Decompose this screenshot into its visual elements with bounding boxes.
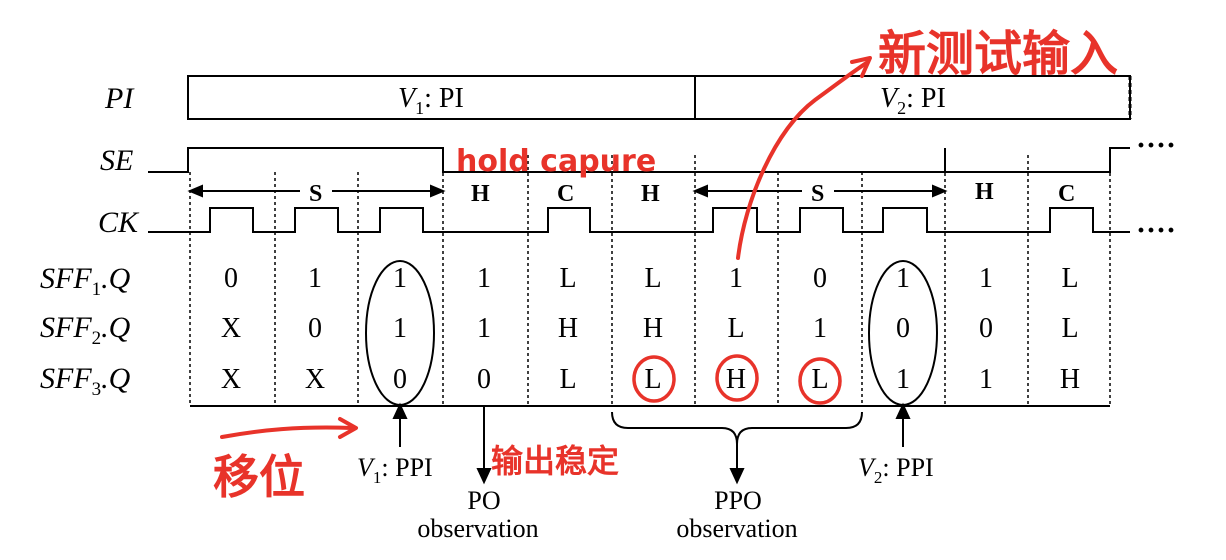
cell: 1 <box>979 263 993 294</box>
cell: 1 <box>477 263 491 294</box>
po-observation-label: observation <box>417 514 538 543</box>
ck-waveform <box>148 207 1130 233</box>
cell: 1 <box>393 263 407 294</box>
cell: 0 <box>308 313 322 344</box>
red-new-input-arrow <box>736 60 870 260</box>
cell: 1 <box>729 263 743 294</box>
phase-label-c1: C <box>557 181 574 207</box>
cell: H <box>1060 364 1080 395</box>
sff1-row: 0 1 1 1 L L 1 0 1 1 L <box>224 263 1079 294</box>
se-signal-label: SE <box>100 144 133 177</box>
se-waveform-b <box>945 147 1130 173</box>
ck-continuation-dots: ···· <box>1136 214 1176 247</box>
phase-label-h3: H <box>975 179 994 205</box>
phase-label-h1: H <box>471 181 490 207</box>
cell: X <box>305 364 325 395</box>
ppo-arrow <box>729 444 745 485</box>
pi-box <box>187 75 1131 120</box>
v2-ppi-arrow <box>895 402 911 447</box>
phase-label-c2: C <box>1058 181 1075 207</box>
red-arrowhead-icon <box>850 56 872 78</box>
hold-capture-annotation: hold capure <box>456 144 656 179</box>
phase-label-s2: S <box>811 181 824 207</box>
sff2-label: SFF2.Q <box>40 311 131 349</box>
se-continuation-dots: ···· <box>1136 129 1176 162</box>
cell: X <box>221 364 241 395</box>
cell: 1 <box>896 263 910 294</box>
v1-ppi-label: V1: PPI <box>357 453 433 487</box>
red-circles <box>632 354 842 405</box>
po-arrow <box>476 406 492 485</box>
cycle-separators <box>189 155 1111 405</box>
ppo-label: PPO <box>714 486 762 515</box>
cell: 0 <box>477 364 491 395</box>
red-shift-arrowhead-icon <box>338 417 358 439</box>
new-test-input-annotation: 新测试输入 <box>878 26 1118 82</box>
cell: L <box>727 313 744 344</box>
cell: H <box>726 364 746 395</box>
pi-v1-label: V1: PI <box>398 83 464 118</box>
cell: L <box>1061 313 1078 344</box>
pi-v2-label: V2: PI <box>880 83 946 118</box>
cell: 1 <box>308 263 322 294</box>
po-label: PO <box>467 486 500 515</box>
cell: H <box>643 313 663 344</box>
pi-signal-label: PI <box>104 82 135 115</box>
shift-arrow-1 <box>187 184 446 198</box>
sff3-label: SFF3.Q <box>40 362 131 400</box>
ppo-observation-label: observation <box>676 514 797 543</box>
ppo-brace <box>611 411 863 445</box>
phase-label-s1: S <box>309 181 322 207</box>
cell: H <box>558 313 578 344</box>
cell: L <box>811 364 828 395</box>
sff1-label: SFF1.Q <box>40 262 131 300</box>
cell: L <box>559 364 576 395</box>
cell: X <box>221 313 241 344</box>
phase-label-h2: H <box>641 181 660 207</box>
cell: 1 <box>813 313 827 344</box>
cell: 0 <box>224 263 238 294</box>
cell: 1 <box>477 313 491 344</box>
cell: 0 <box>393 364 407 395</box>
cell: 1 <box>393 313 407 344</box>
sff2-row: X 0 1 1 H H L 1 0 0 L <box>221 313 1079 344</box>
shift-annotation: 移位 <box>213 450 305 504</box>
output-stable-annotation: 输出稳定 <box>491 442 619 480</box>
sff3-row: X X 0 0 L L H L 1 1 H <box>221 364 1080 395</box>
v1-ppi-arrow <box>392 402 408 447</box>
cell: L <box>644 263 661 294</box>
cell: 1 <box>979 364 993 395</box>
cell: 0 <box>896 313 910 344</box>
v2-ppi-label: V2: PPI <box>858 453 934 487</box>
cell: 1 <box>896 364 910 395</box>
cell: 0 <box>813 263 827 294</box>
cell: L <box>559 263 576 294</box>
cell: L <box>644 364 661 395</box>
cell: 0 <box>979 313 993 344</box>
cell: L <box>1061 263 1078 294</box>
ck-signal-label: CK <box>98 206 140 239</box>
red-shift-arrow <box>220 425 354 439</box>
